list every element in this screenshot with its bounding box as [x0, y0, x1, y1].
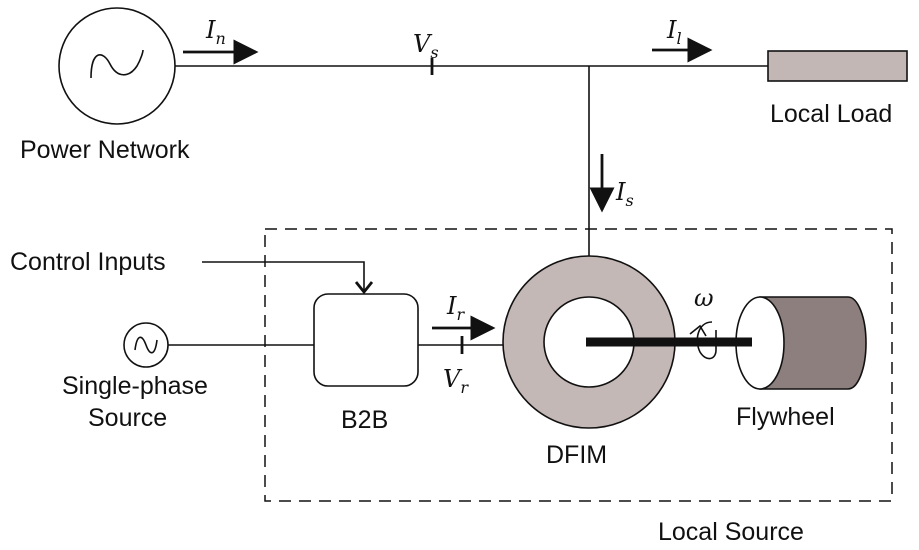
flywheel-label: Flywheel	[736, 403, 835, 431]
power-network-label: Power Network	[20, 136, 190, 164]
il-symbol: Il	[666, 16, 682, 48]
vr-symbol: Vr	[443, 365, 469, 397]
b2b-converter-box	[313, 293, 419, 387]
single-phase-label-line2: Source	[88, 404, 167, 432]
local-source-label: Local Source	[658, 518, 804, 546]
local-source-boundary	[264, 228, 893, 502]
control-inputs-arrowhead	[354, 281, 374, 295]
b2b-label: B2B	[341, 406, 388, 434]
local-load-label: Local Load	[770, 100, 892, 128]
rotation-arrowhead	[689, 324, 707, 337]
ir-symbol: Ir	[446, 292, 465, 324]
in-symbol: In	[205, 16, 226, 48]
local-load-box	[767, 50, 908, 82]
rotation-arrow	[696, 321, 717, 360]
control-inputs-label: Control Inputs	[10, 248, 166, 276]
is-symbol: Is	[615, 178, 634, 210]
dfim-label: DFIM	[546, 441, 607, 469]
flywheel-body	[759, 296, 867, 390]
small-sine-wave-icon	[134, 336, 158, 354]
ac-source-circle	[58, 7, 176, 125]
single-phase-label-line1: Single-phase	[62, 372, 208, 400]
omega-symbol: ω	[694, 284, 714, 312]
sine-wave-icon	[90, 49, 144, 79]
control-inputs-line	[202, 261, 365, 291]
vs-symbol: Vs	[413, 30, 439, 62]
power-network-source	[58, 7, 176, 125]
